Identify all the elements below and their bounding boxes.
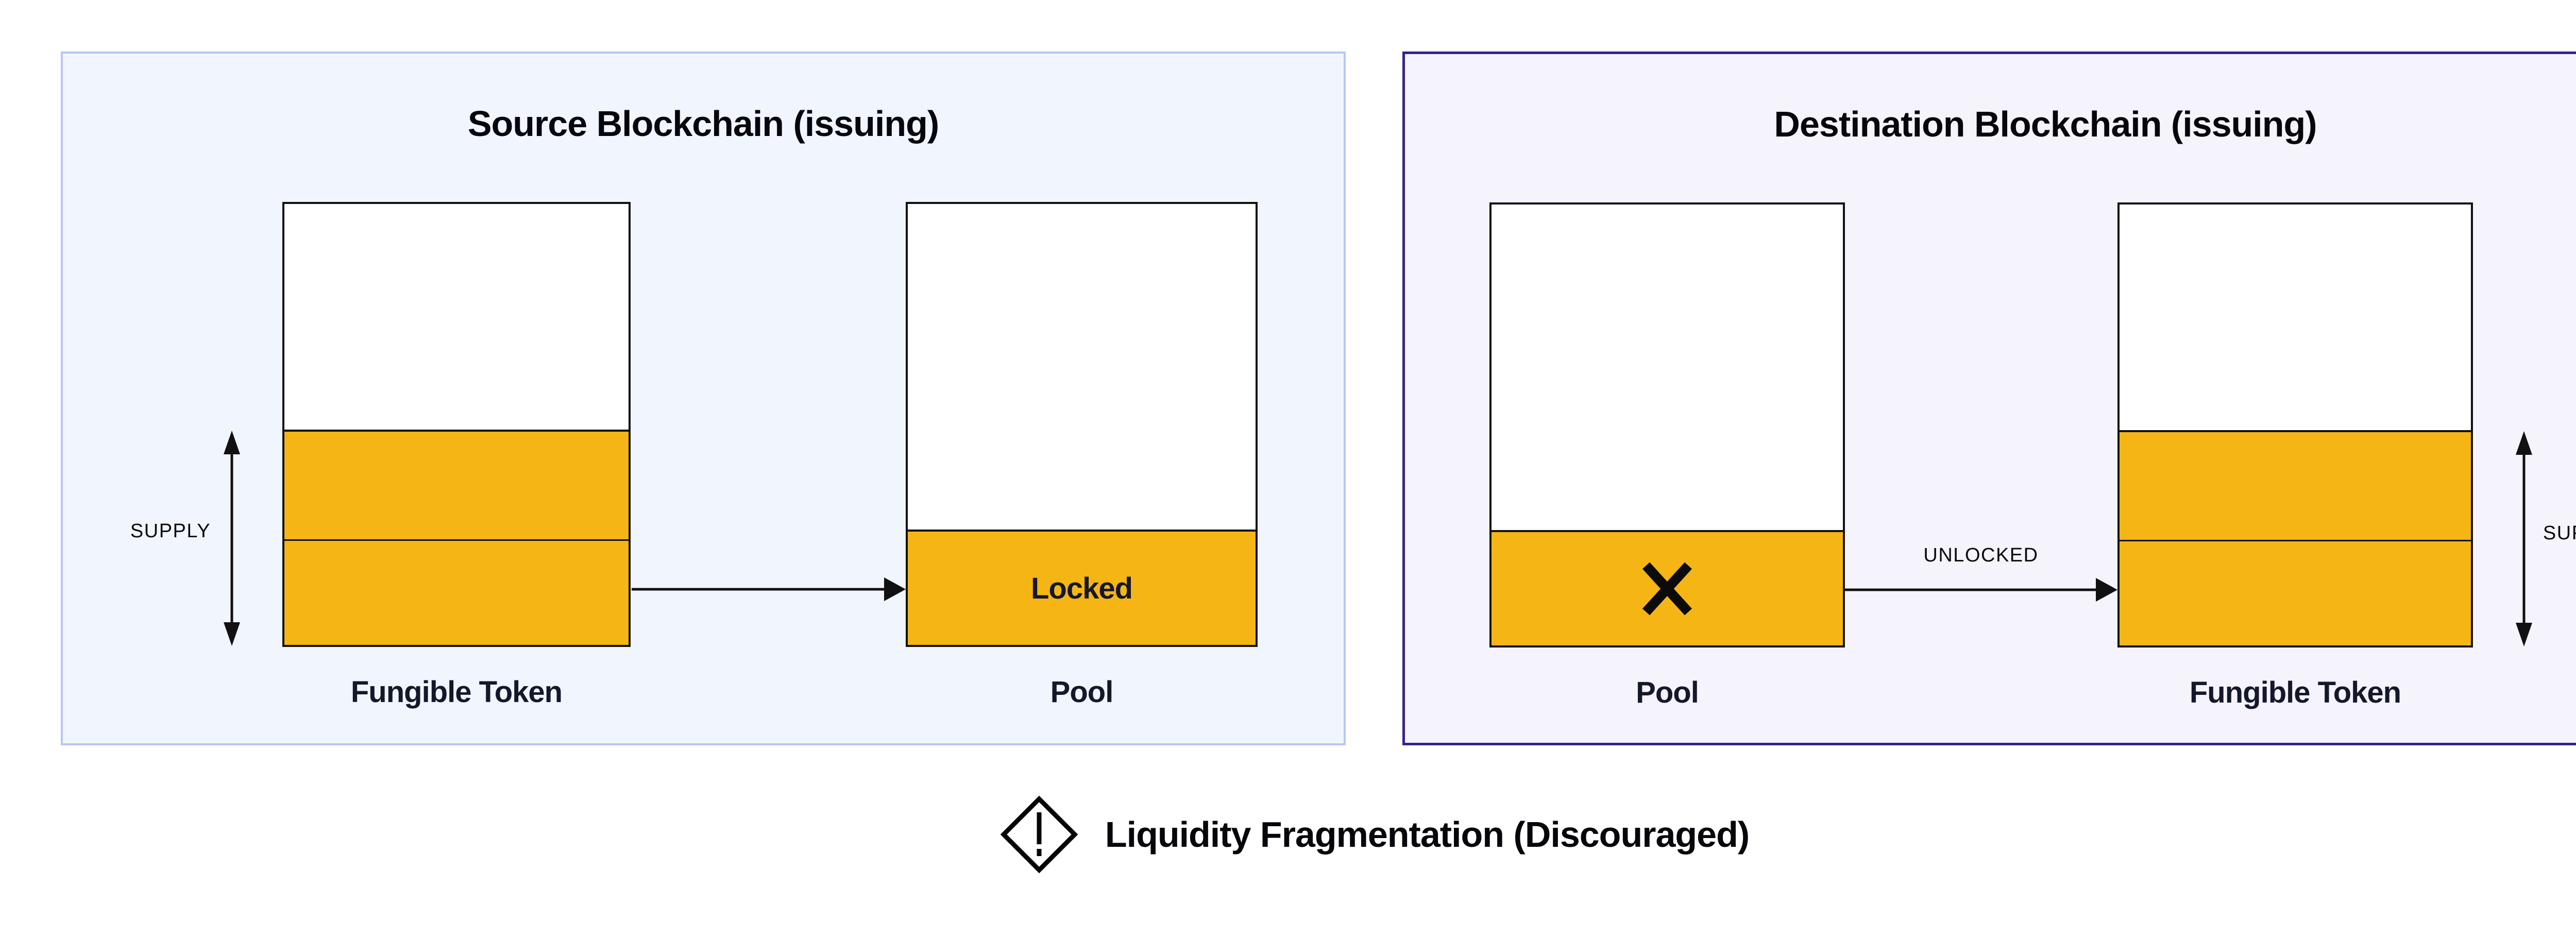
unlocked-label: UNLOCKED	[1923, 544, 2039, 566]
lock-transfer-arrow-icon	[632, 577, 906, 601]
destination-blockchain-panel: Destination Blockchain (issuing) Pool UN…	[1402, 52, 2576, 745]
destination-ft-unminted-section	[2120, 204, 2471, 430]
source-supply-label: SUPPLY	[130, 520, 211, 542]
source-panel-title: Source Blockchain (issuing)	[467, 104, 939, 144]
source-pool-box: Locked	[906, 202, 1258, 647]
destination-ft-supply-lower-section	[2120, 540, 2471, 645]
destination-supply-range-double-arrow-icon	[2516, 431, 2532, 646]
caption-row: Liquidity Fragmentation (Discouraged)	[0, 789, 2576, 880]
warning-diamond-icon	[1000, 795, 1078, 874]
destination-fungible-token-label: Fungible Token	[2189, 676, 2401, 709]
source-pool-label: Pool	[1050, 675, 1114, 709]
source-fungible-token-box	[282, 202, 631, 647]
destination-ft-supply-upper-section	[2120, 430, 2471, 540]
destination-fungible-token-box	[2117, 202, 2473, 647]
destination-pool-box	[1489, 202, 1845, 647]
destination-pool-label: Pool	[1636, 676, 1699, 709]
destination-pool-empty-section	[1492, 204, 1843, 530]
source-ft-supply-lower-section	[284, 539, 629, 645]
source-ft-supply-upper-section	[284, 430, 629, 539]
source-supply-range-double-arrow-icon	[224, 431, 240, 646]
caption-text: Liquidity Fragmentation (Discouraged)	[1105, 814, 1750, 855]
source-pool-locked-section: Locked	[908, 530, 1256, 645]
locked-label: Locked	[1030, 571, 1133, 605]
source-fungible-token-label: Fungible Token	[350, 675, 563, 709]
destination-pool-crossed-section	[1492, 530, 1843, 645]
destination-supply-label: SUPPLY	[2543, 522, 2576, 544]
source-blockchain-panel: Source Blockchain (issuing) SUPPLY Fungi…	[61, 52, 1346, 745]
source-ft-unminted-section	[284, 204, 629, 430]
source-pool-empty-section	[908, 204, 1256, 530]
cross-icon	[1642, 562, 1692, 616]
destination-panel-title: Destination Blockchain (issuing)	[1774, 104, 2317, 144]
unlock-transfer-arrow-icon	[1845, 578, 2117, 602]
